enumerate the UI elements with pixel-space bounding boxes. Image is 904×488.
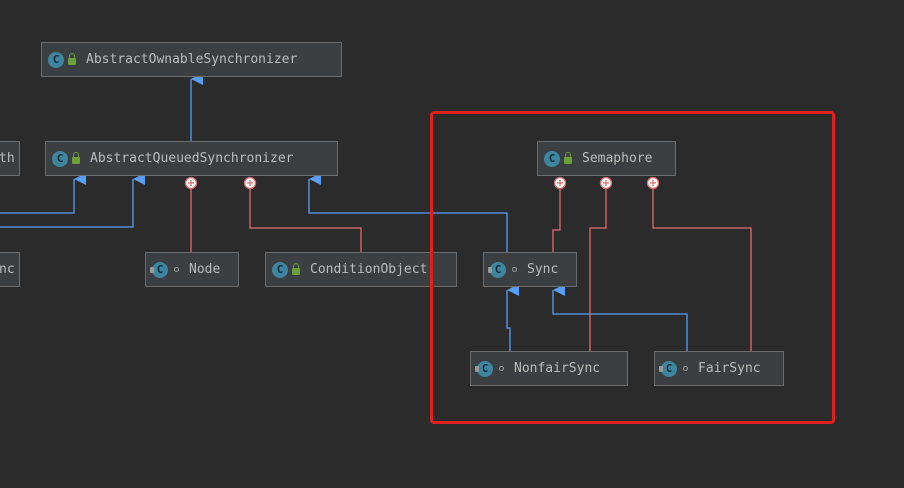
node-label: NonfairSync bbox=[514, 361, 601, 376]
static-class-icon: C bbox=[488, 261, 506, 278]
node-label: ConditionObject bbox=[310, 262, 428, 277]
node-condition-object[interactable]: C ConditionObject bbox=[265, 252, 457, 287]
edge-condition-to-aqs bbox=[249, 188, 362, 254]
package-private-icon bbox=[174, 267, 179, 272]
node-label: Sync bbox=[527, 262, 559, 277]
plus-icon bbox=[646, 176, 660, 190]
inheritance-edges bbox=[0, 73, 688, 351]
plus-icon bbox=[599, 176, 613, 190]
public-lock-icon bbox=[72, 152, 80, 164]
node-label: FairSync bbox=[698, 361, 761, 376]
static-class-icon: C bbox=[475, 360, 493, 377]
static-class-icon: C bbox=[659, 360, 677, 377]
inner-class-markers bbox=[184, 176, 660, 190]
edge-nonfair-to-semaphore bbox=[589, 188, 607, 352]
node-fair-sync[interactable]: C FairSync bbox=[654, 351, 784, 386]
class-icon: C bbox=[544, 150, 560, 167]
edge-sync-to-aqs bbox=[308, 173, 508, 253]
edge-fair-to-sync bbox=[552, 284, 688, 351]
node-label: th bbox=[0, 151, 15, 166]
node-semaphore[interactable]: C Semaphore bbox=[537, 141, 676, 176]
node-label: nc bbox=[0, 262, 15, 277]
node-label: Semaphore bbox=[582, 151, 653, 166]
class-icon: C bbox=[52, 150, 68, 167]
edge-nonfair-to-sync bbox=[506, 284, 519, 351]
node-left-partial-mid[interactable]: nc bbox=[0, 252, 20, 287]
inner-class-edges bbox=[190, 188, 752, 352]
node-node[interactable]: C Node bbox=[145, 252, 239, 287]
edge-fair-to-semaphore bbox=[652, 188, 752, 352]
edge-left-a-to-aqs bbox=[0, 173, 86, 214]
edge-sync-to-semaphore bbox=[552, 188, 561, 254]
node-abstract-ownable-synchronizer[interactable]: C AbstractOwnableSynchronizer bbox=[41, 42, 342, 77]
plus-icon bbox=[243, 176, 257, 190]
node-label: AbstractOwnableSynchronizer bbox=[86, 52, 298, 67]
highlight-box bbox=[430, 111, 835, 424]
node-left-partial-top[interactable]: th bbox=[0, 141, 20, 176]
plus-icon bbox=[184, 176, 198, 190]
node-label: AbstractQueuedSynchronizer bbox=[90, 151, 294, 166]
static-class-icon: C bbox=[150, 261, 168, 278]
package-private-icon bbox=[499, 366, 504, 371]
node-label: Node bbox=[189, 262, 221, 277]
class-icon: C bbox=[48, 51, 64, 68]
node-nonfair-sync[interactable]: C NonfairSync bbox=[470, 351, 628, 386]
plus-icon bbox=[553, 176, 567, 190]
edge-left-b-to-aqs bbox=[0, 173, 145, 228]
node-abstract-queued-synchronizer[interactable]: C AbstractQueuedSynchronizer bbox=[45, 141, 338, 176]
class-icon: C bbox=[272, 261, 288, 278]
node-sync[interactable]: C Sync bbox=[483, 252, 577, 287]
public-lock-icon bbox=[564, 152, 572, 164]
package-private-icon bbox=[683, 366, 688, 371]
public-lock-icon bbox=[68, 53, 76, 65]
public-lock-icon bbox=[292, 263, 300, 275]
package-private-icon bbox=[512, 267, 517, 272]
